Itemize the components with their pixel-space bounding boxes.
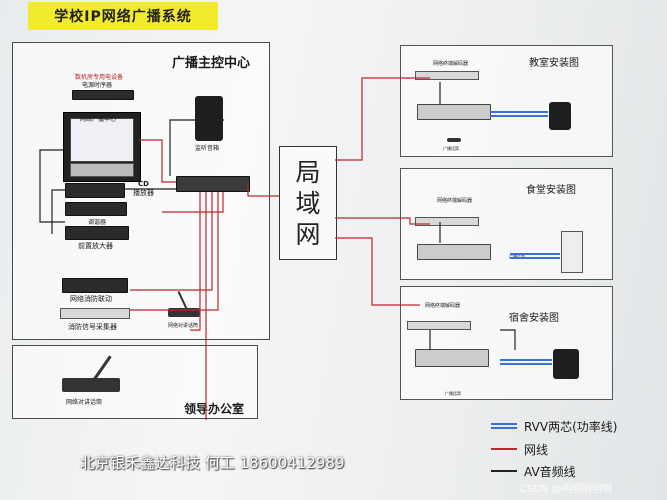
control-center-heading: 广播主控中心 — [172, 56, 251, 71]
network-switch — [176, 176, 250, 192]
legend-rvv-label: RVV两芯(功率线) — [524, 420, 618, 434]
tuner-label: 调谐器 — [88, 219, 107, 226]
classroom-mic-label: 广播话筒 — [443, 146, 459, 151]
canteen-amplifier — [417, 244, 491, 260]
watermark: CSDN @明明明明明 — [520, 484, 612, 495]
fire-linkage-module — [62, 278, 128, 293]
dormitory-panel: 宿舍安装图 网络终端解码器 广播话筒 — [400, 286, 613, 400]
legend-av-swatch — [491, 470, 517, 472]
poster-title: 学校IP网络广播系统 — [28, 2, 218, 30]
contact-footer: 北京银禾鑫达科技 何工 18600412989 — [80, 454, 345, 472]
canteen-decoder — [415, 217, 479, 226]
lan-box: 局 域 网 — [279, 146, 337, 260]
canteen-column-speaker — [561, 231, 583, 273]
paging-microphone — [168, 308, 200, 317]
rvv-cables — [490, 111, 560, 365]
legend-network-label: 网线 — [524, 443, 549, 457]
classroom-panel: 教室安装图 网络终端解码器 广播话筒 — [400, 45, 613, 157]
canteen-panel: 食堂安装图 网络终端解码器 广播话筒 — [400, 168, 613, 280]
preamplifier — [65, 226, 129, 240]
classroom-decoder-label: 网络终端解码器 — [433, 61, 469, 67]
lan-char-2: 域 — [295, 188, 321, 218]
fire-link-label: 网络消防联动 — [70, 295, 112, 303]
dormitory-amplifier — [415, 349, 489, 367]
classroom-mic — [447, 138, 461, 142]
network-cables — [130, 77, 430, 420]
fire-signal-collector — [60, 308, 130, 319]
cd-label: CD — [138, 180, 149, 188]
office-microphone — [62, 378, 120, 392]
dormitory-decoder-label: 网络终端解码器 — [425, 303, 461, 309]
tuner — [65, 202, 127, 216]
canteen-decoder-label: 网络终端解码器 — [437, 198, 473, 204]
console-keyboard — [70, 163, 134, 177]
monitor-speaker — [195, 96, 223, 141]
lan-char-1: 局 — [295, 157, 321, 187]
paging-mic-label: 网络对讲话筒 — [168, 323, 199, 329]
cd-player — [65, 183, 125, 198]
console-screen — [70, 118, 134, 162]
office-mic-label: 网络对讲话筒 — [66, 399, 103, 406]
canteen-mic-label: 广播话筒 — [509, 254, 525, 259]
av-cables — [39, 82, 516, 350]
legend-rvv-swatch — [491, 423, 517, 429]
power-sequencer — [72, 90, 134, 100]
monitor-speaker-label: 监听音箱 — [195, 145, 220, 152]
fire-signal-label: 消防信号采集器 — [68, 323, 117, 331]
preamp-label: 前置放大器 — [78, 242, 113, 250]
dormitory-title: 宿舍安装图 — [509, 313, 559, 324]
rack-label-1: 数机房专用电设备 — [75, 74, 124, 81]
classroom-speaker — [549, 102, 571, 130]
classroom-decoder — [415, 71, 479, 80]
dormitory-decoder — [407, 321, 471, 330]
dormitory-mic-label: 广播话筒 — [445, 391, 461, 396]
player-label: 播放器 — [133, 189, 154, 197]
office-panel — [12, 345, 258, 419]
rack-label-2: 电源时序器 — [82, 82, 113, 89]
legend-av-label: AV音频线 — [524, 465, 576, 479]
console-label: 网络广播中心 — [80, 116, 117, 123]
dormitory-speaker — [553, 349, 579, 379]
lan-char-3: 网 — [295, 219, 321, 249]
office-heading: 领导办公室 — [184, 402, 245, 416]
canteen-title: 食堂安装图 — [526, 185, 576, 196]
legend-network-swatch — [491, 448, 517, 450]
classroom-title: 教室安装图 — [529, 58, 579, 69]
